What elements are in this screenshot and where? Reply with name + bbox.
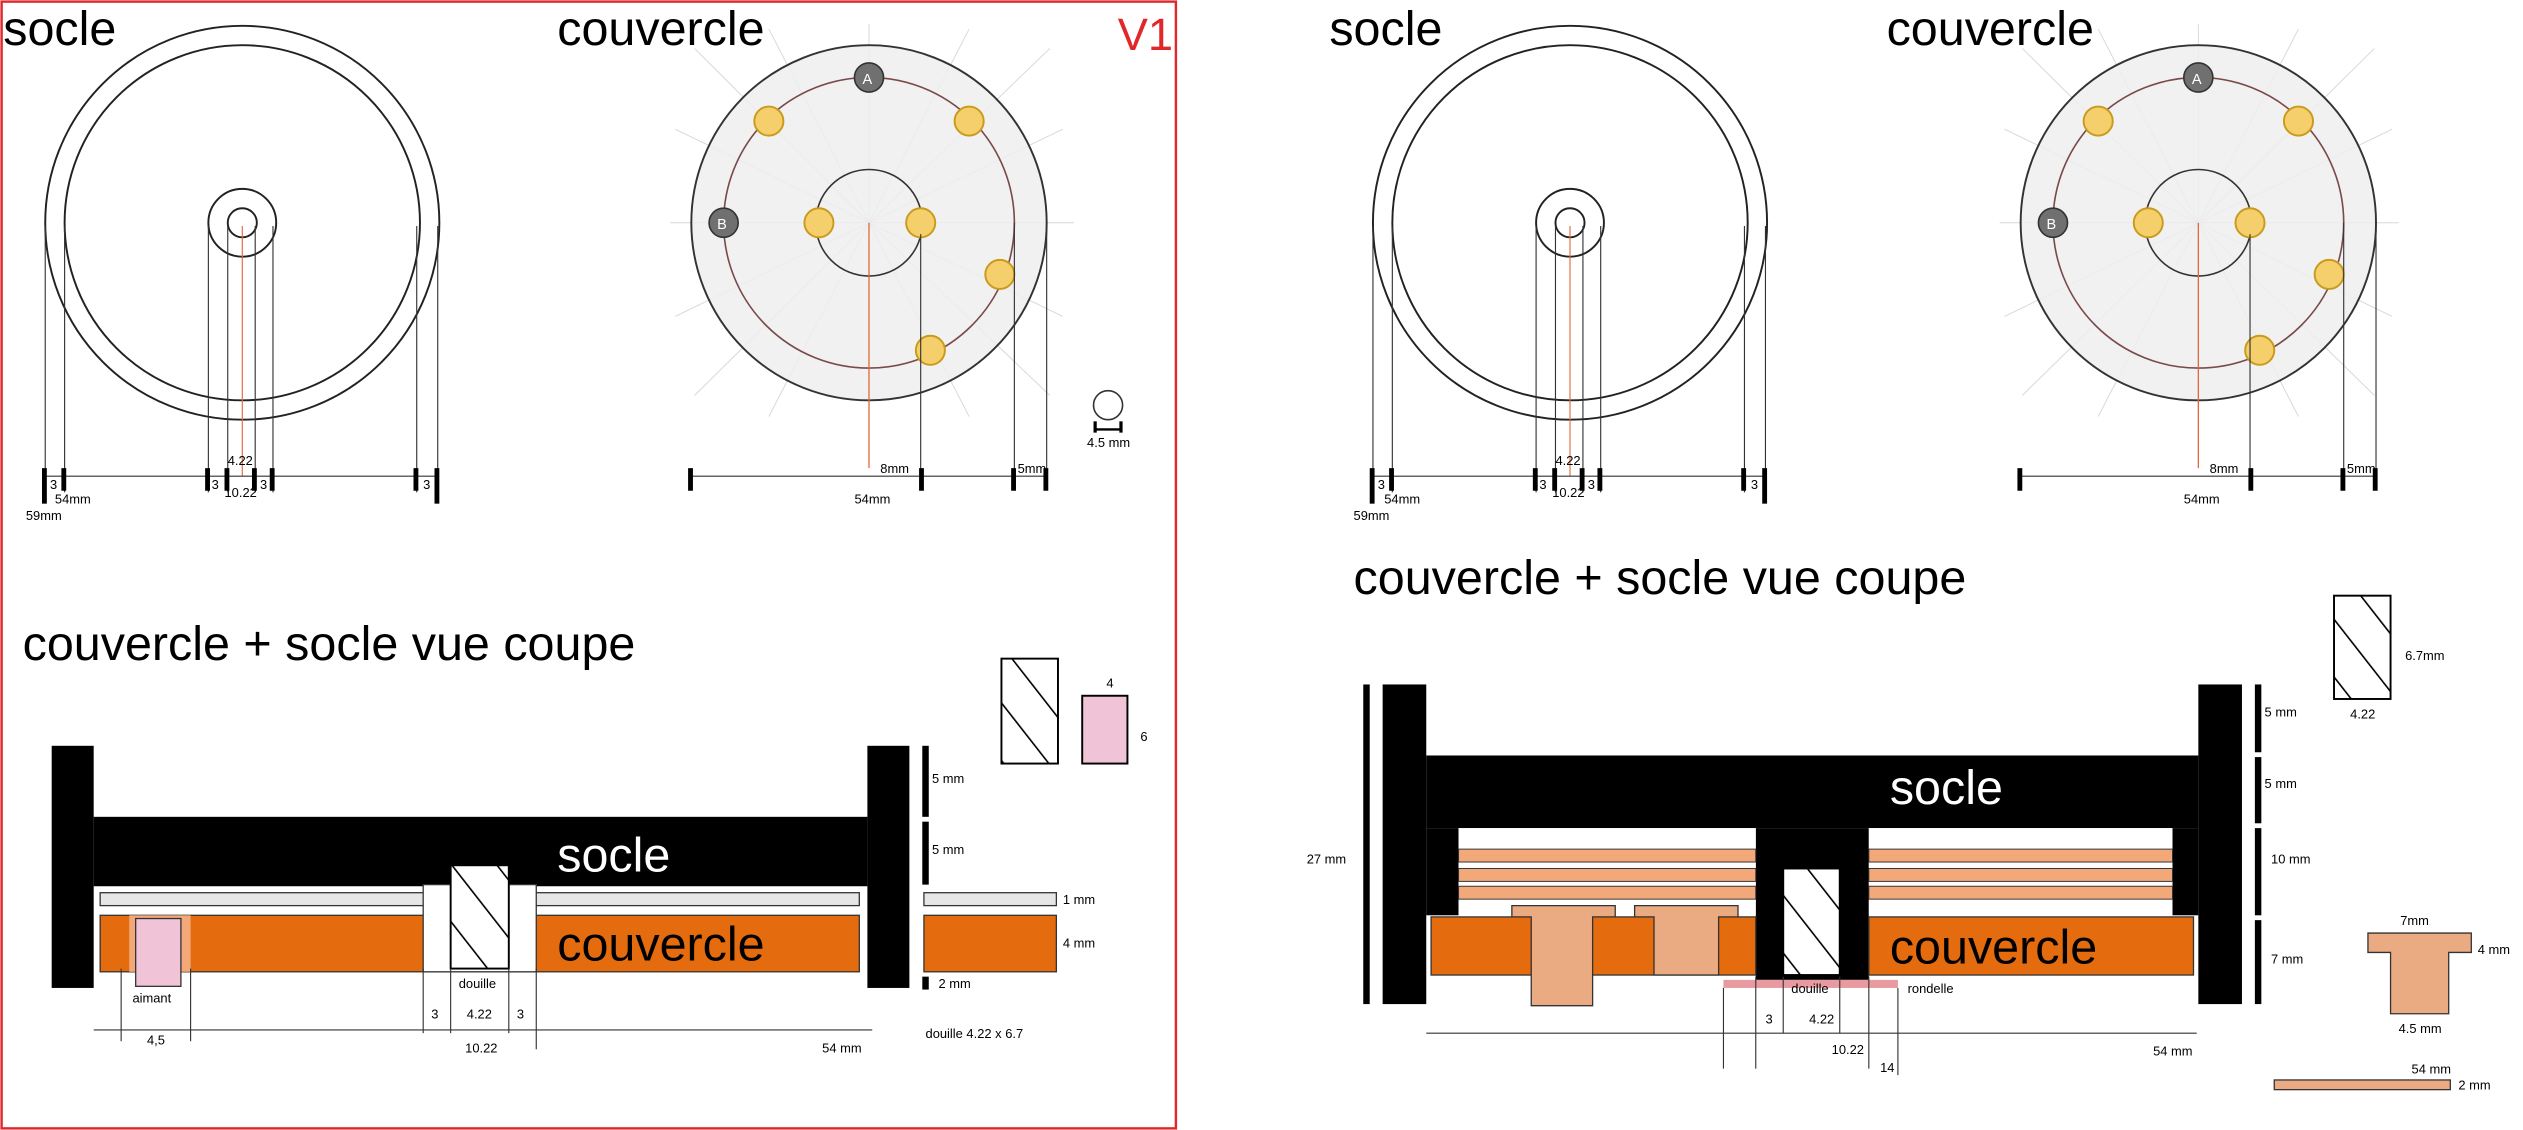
v1-dim-socle-3a: 3 <box>50 477 57 492</box>
v1-label-douille: douille <box>459 976 496 991</box>
v1-section-couvercle-label: couvercle <box>557 918 764 972</box>
v2-section-drawing <box>1382 684 2242 1007</box>
v2-t-bottom: 4.5 mm <box>2399 1021 2442 1036</box>
v2-dim-10mm: 10 mm <box>2271 852 2310 867</box>
v2-dim-socle-3b: 3 <box>1539 477 1546 492</box>
v2-section-right-scale <box>2254 684 2262 1005</box>
v1-section-dims <box>93 968 873 1050</box>
v2-dim-socle-54: 54mm <box>1384 492 1420 507</box>
v1-section-drawing <box>51 745 910 988</box>
v1-badge: V1 <box>1118 9 1173 60</box>
v1-dim-3b: 3 <box>517 1007 524 1022</box>
v1-marker-b: B <box>717 217 727 233</box>
v2-section-dims <box>1426 976 2197 1076</box>
v2-bar-w: 54 mm <box>2412 1062 2451 1077</box>
v1-couvercle-title: couvercle <box>557 2 764 56</box>
v1-couvercle-dim-lines <box>691 222 1048 477</box>
v1-piece-h: 6 <box>1140 729 1147 744</box>
v2-bar-h: 2 mm <box>2458 1078 2490 1093</box>
v1-dim-socle-3d: 3 <box>423 477 430 492</box>
v2-dim-4-22: 4.22 <box>1809 1011 1834 1026</box>
v1-dim-couv-54: 54mm <box>854 492 890 507</box>
v1-marker-a: A <box>863 72 873 88</box>
v1-dim-4-5: 4,5 <box>147 1032 165 1047</box>
v1-socle-title: socle <box>3 2 116 56</box>
v2-dim-27: 27 mm <box>1307 852 1346 867</box>
v2-section-title: couvercle + socle vue coupe <box>1354 551 1967 605</box>
v2-label-rondelle: rondelle <box>1908 981 1954 996</box>
v1-dim-5mm-a: 5 mm <box>932 771 964 786</box>
v1-magnet-detail: 4.5 mm <box>1087 389 1130 450</box>
v1-dim-socle-3c: 3 <box>260 477 267 492</box>
v2-dim-couv-8: 8mm <box>2210 461 2239 476</box>
v1-socle-ticks <box>41 468 440 504</box>
v2-socle-title: socle <box>1329 2 1442 56</box>
v2-label-douille: douille <box>1791 981 1828 996</box>
v2-dim-socle-3c: 3 <box>1588 477 1595 492</box>
v1-dim-5mm-b: 5 mm <box>932 842 964 857</box>
v1-section-title: couvercle + socle vue coupe <box>23 617 636 671</box>
v2-dim-10-22: 10.22 <box>1832 1042 1864 1057</box>
v2-marker-b: B <box>2047 217 2057 233</box>
v1-dim-4mm: 4 mm <box>1063 936 1095 951</box>
v2-section-couvercle-label: couvercle <box>1890 921 2097 975</box>
v2-dim-socle-3d: 3 <box>1751 477 1758 492</box>
v1-socle-dim-lines <box>44 226 439 493</box>
v2-section-socle-label: socle <box>1890 761 2003 815</box>
v2-dim-socle-3a: 3 <box>1378 477 1385 492</box>
v2-couvercle-title: couvercle <box>1887 2 2094 56</box>
v1-dim-couv-8: 8mm <box>880 461 909 476</box>
v1-dim-1mm: 1 mm <box>1063 892 1095 907</box>
v2-t-h: 4 mm <box>2478 942 2510 957</box>
v1-dim-4-22: 4.22 <box>467 1007 492 1022</box>
v1-piece-details: 4 6 <box>1000 657 1148 765</box>
v1-label-aimant: aimant <box>132 990 171 1005</box>
v2-dim-couv-5: 5mm <box>2347 461 2376 476</box>
v1-dim-3a: 3 <box>431 1007 438 1022</box>
v1-magnet-size: 4.5 mm <box>1087 435 1130 450</box>
v1-dim-couv-5: 5mm <box>1018 461 1047 476</box>
v1-dim-socle-1022: 10.22 <box>225 485 257 500</box>
v1-frame <box>0 0 1178 1130</box>
v2-dim-couv-54: 54mm <box>2184 492 2220 507</box>
v1-dim-2mm: 2 mm <box>938 976 970 991</box>
v1-dim-socle-422: 4.22 <box>228 453 253 468</box>
v2-couvercle-top-view: A B <box>1999 24 2399 469</box>
v2-piece-details: 6.7mm 4.22 7mm 4 mm 4.5 mm 54 mm 2 mm <box>2273 594 2510 1093</box>
v2-dim-socle-422: 4.22 <box>1555 453 1580 468</box>
v2-dim-7mm: 7 mm <box>2271 952 2303 967</box>
v2-section-left-scale <box>1363 684 1370 1005</box>
v2-dim-14: 14 <box>1880 1060 1894 1075</box>
v2-dim-54: 54 mm <box>2153 1044 2192 1059</box>
v2-dim-socle-1022: 10.22 <box>1552 485 1584 500</box>
v1-piece-w: 4 <box>1106 676 1113 691</box>
v1-dim-socle-59: 59mm <box>26 508 62 523</box>
v2-couvercle-dim-lines <box>2020 222 2377 477</box>
v1-section-socle-label: socle <box>557 829 670 883</box>
v2-douille-h: 6.7mm <box>2405 648 2444 663</box>
v2-socle-dim-lines <box>1372 226 1767 493</box>
v2-marker-a: A <box>2192 72 2202 88</box>
v2-t-top: 7mm <box>2400 913 2429 928</box>
v1-douille-note: douille 4.22 x 6.7 <box>926 1026 1024 1041</box>
v1-dim-10-22: 10.22 <box>465 1041 497 1056</box>
v1-dim-socle-54: 54mm <box>55 492 91 507</box>
v2-socle-ticks <box>1369 468 1768 504</box>
v2-dim-5mm-a: 5 mm <box>2265 705 2297 720</box>
v2-dim-socle-59: 59mm <box>1354 508 1390 523</box>
v1-section-right-scale <box>922 745 1058 990</box>
v1-couvercle-top-view: A B <box>670 24 1075 469</box>
v2-douille-w: 4.22 <box>2350 706 2375 721</box>
v2-dim-5mm-b: 5 mm <box>2265 776 2297 791</box>
v1-dim-socle-3b: 3 <box>212 477 219 492</box>
v1-dim-54: 54 mm <box>822 1041 861 1056</box>
v2-dim-3: 3 <box>1765 1011 1772 1026</box>
